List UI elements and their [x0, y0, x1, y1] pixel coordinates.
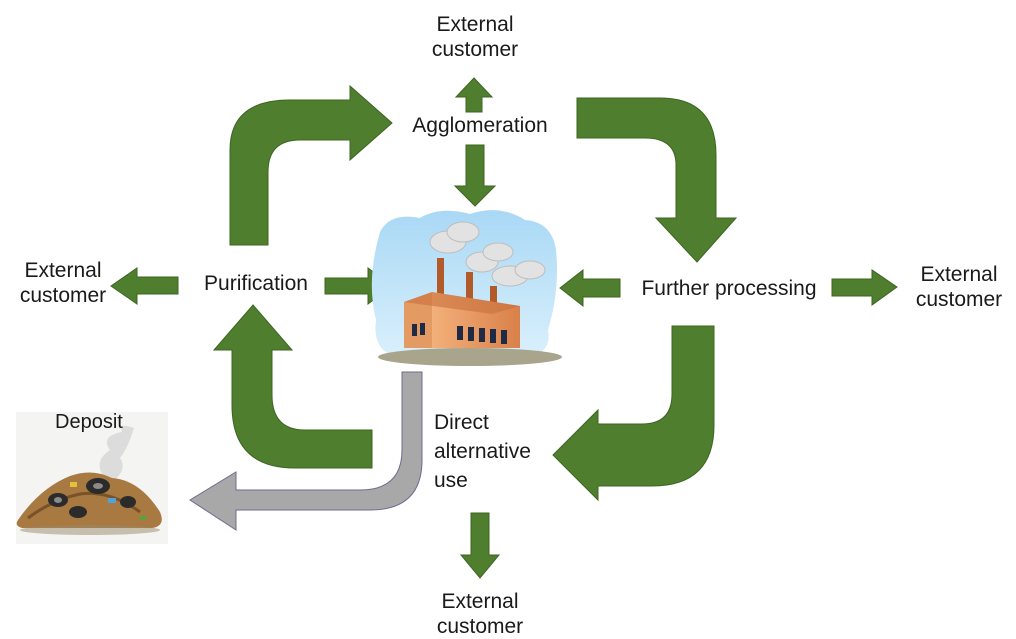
curved-arrow-further-processing-to-direct-use	[552, 325, 715, 502]
direct-alternative-use-line2: alternative	[434, 440, 531, 463]
arrow-down-agglomeration-to-factory	[453, 144, 497, 207]
external-customer-left-line2: customer	[19, 284, 107, 307]
direct-alternative-use-label: Direct alternative use	[434, 410, 564, 493]
arrow-down-to-external-bottom	[459, 512, 501, 579]
external-customer-bottom-line2: customer	[436, 615, 524, 638]
external-customer-top-line2: customer	[431, 38, 519, 61]
external-customer-top-line1: External	[436, 13, 514, 36]
factory-icon	[371, 210, 562, 366]
arrow-left-to-external-left	[110, 267, 179, 305]
purification-label: Purification	[204, 272, 308, 295]
curved-arrow-purification-to-agglomeration	[229, 84, 393, 246]
waste-pile-icon	[16, 412, 168, 544]
external-customer-top: External customer	[410, 12, 540, 62]
direct-alternative-use-line3: use	[434, 469, 468, 492]
curved-arrow-agglomeration-to-further-processing	[576, 97, 738, 263]
external-customer-right-line2: customer	[915, 288, 1003, 311]
further-processing-label: Further processing	[641, 277, 817, 300]
arrow-right-to-external-right	[831, 269, 898, 306]
external-customer-right: External customer	[902, 262, 1016, 312]
gray-arrow-to-deposit	[189, 371, 423, 531]
arrow-left-further-processing-to-factory	[559, 268, 621, 308]
external-customer-bottom-line1: External	[441, 590, 519, 613]
direct-alternative-use-line1: Direct	[434, 411, 489, 434]
external-customer-left: External customer	[4, 258, 122, 308]
deposit-label: Deposit	[55, 411, 123, 433]
external-customer-right-line1: External	[920, 263, 998, 286]
external-customer-left-line1: External	[24, 259, 102, 282]
external-customer-bottom: External customer	[415, 589, 545, 639]
agglomeration-label: Agglomeration	[412, 114, 548, 137]
arrow-up-to-external-top	[454, 77, 494, 113]
curved-arrow-return-to-purification	[212, 304, 373, 469]
